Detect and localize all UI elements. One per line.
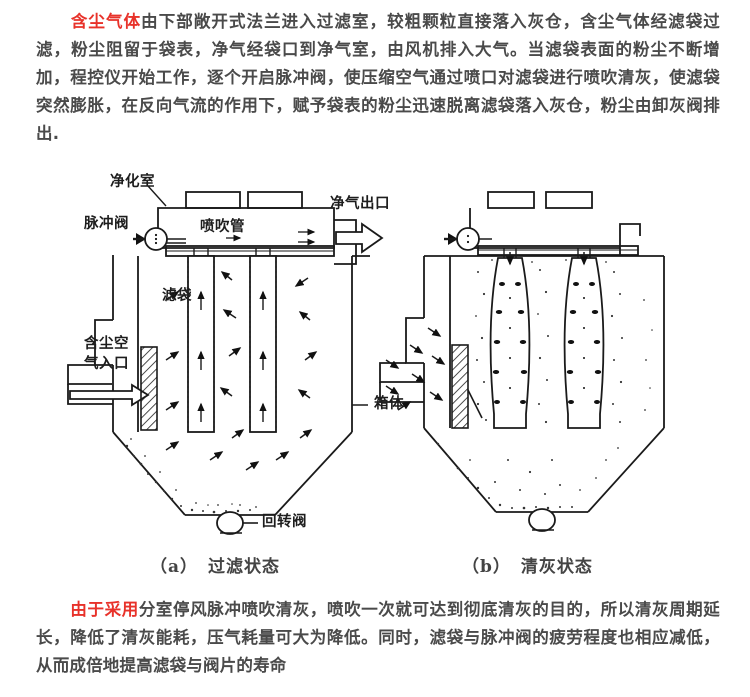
caption-b: （b） 清灰状态 xyxy=(462,552,593,577)
baghouse-filter-diagram: 净化室 脉冲阀 喷吹管 净气出口 滤袋 含尘空 气入口 箱体 回转阀 xyxy=(0,160,750,580)
caption-a-text: 过滤状态 xyxy=(208,557,281,577)
dust-release-b xyxy=(492,282,602,404)
caption-b-letter: （b） xyxy=(462,557,511,577)
diagram-a-group xyxy=(67,185,384,535)
bottom-paragraph-body: 分室停风脉冲喷吹清灰，喷吹一次就可达到彻底清灰的目的，所以清灰周期延长，降低了清… xyxy=(36,600,720,675)
label-filter-bag: 滤袋 xyxy=(162,288,192,304)
diagram-svg xyxy=(67,185,665,535)
label-rotary-valve: 回转阀 xyxy=(262,514,307,530)
caption-a: （a） 过滤状态 xyxy=(150,552,280,577)
label-pulse-valve: 脉冲阀 xyxy=(84,216,129,232)
figure-captions: （a） 过滤状态 （b） 清灰状态 xyxy=(0,552,750,582)
dust-hopper-b xyxy=(436,442,619,510)
bottom-paragraph: 由于采用分室停风脉冲喷吹清灰，喷吹一次就可达到彻底清灰的目的，所以清灰周期延长，… xyxy=(36,596,720,680)
caption-a-letter: （a） xyxy=(150,557,199,577)
diagram-b-group xyxy=(379,191,665,532)
filter-bag-b2 xyxy=(563,257,605,429)
top-paragraph-body: 由下部敞开式法兰进入过滤室，较粗颗粒直接落入灰仓，含尘气体经滤袋过滤，粉尘阻留于… xyxy=(36,12,720,143)
label-dusty-air-inlet-line1: 含尘空 xyxy=(84,336,129,352)
bottom-paragraph-highlight: 由于采用 xyxy=(70,600,139,619)
label-dusty-air-inlet-line2: 气入口 xyxy=(84,356,129,372)
dust-a xyxy=(125,438,257,514)
top-paragraph-highlight: 含尘气体 xyxy=(70,12,142,31)
filter-bag-b1 xyxy=(489,257,531,429)
label-clean-chamber: 净化室 xyxy=(110,174,155,190)
label-casing: 箱体 xyxy=(374,396,404,412)
label-blow-pipe: 喷吹管 xyxy=(200,219,245,235)
top-paragraph: 含尘气体由下部敞开式法兰进入过滤室，较粗颗粒直接落入灰仓，含尘气体经滤袋过滤，粉… xyxy=(36,8,720,148)
label-clean-gas-outlet: 净气出口 xyxy=(330,196,390,212)
dust-cloud-b xyxy=(475,259,653,424)
caption-b-text: 清灰状态 xyxy=(520,557,593,577)
